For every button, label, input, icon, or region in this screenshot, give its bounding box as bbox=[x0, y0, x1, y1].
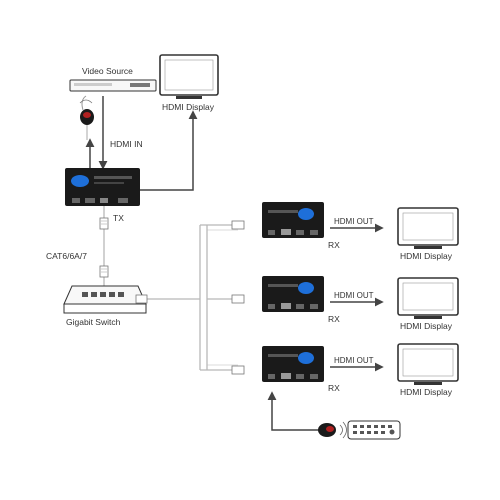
remote-control-icon bbox=[347, 420, 401, 440]
rj45-connector-icon bbox=[231, 220, 245, 230]
blu-ray-player-icon bbox=[69, 79, 157, 92]
video-source-label: Video Source bbox=[82, 66, 133, 76]
monitor-icon bbox=[397, 277, 459, 319]
rj45-connector-icon bbox=[99, 217, 109, 230]
hdmi-display-label: HDMI Display bbox=[400, 251, 452, 261]
receiver-icon bbox=[262, 276, 324, 312]
gigabit-switch-label: Gigabit Switch bbox=[66, 317, 121, 327]
rx-label: RX bbox=[328, 383, 340, 393]
monitor-icon bbox=[159, 54, 219, 99]
receiver-icon bbox=[262, 346, 324, 382]
rx-label: RX bbox=[328, 314, 340, 324]
rj45-connector-icon bbox=[231, 365, 245, 375]
tx-label: TX bbox=[113, 213, 124, 223]
ir-receiver-icon bbox=[318, 421, 347, 439]
hdmi-out-label: HDMI OUT bbox=[334, 217, 374, 226]
rj45-connector-icon bbox=[231, 294, 245, 304]
hdmi-out-label: HDMI OUT bbox=[334, 291, 374, 300]
rx-label: RX bbox=[328, 240, 340, 250]
rj45-connector-icon bbox=[135, 294, 148, 304]
monitor-icon bbox=[397, 207, 459, 249]
receiver-icon bbox=[262, 202, 324, 238]
hdmi-display-label: HDMI Display bbox=[162, 102, 214, 112]
transmitter-icon bbox=[65, 168, 140, 206]
rj45-connector-icon bbox=[99, 265, 109, 278]
monitor-icon bbox=[397, 343, 459, 385]
hdmi-display-label: HDMI Display bbox=[400, 387, 452, 397]
ir-receiver-icon bbox=[79, 95, 94, 140]
hdmi-in-label: HDMI IN bbox=[110, 139, 143, 149]
hdmi-display-label: HDMI Display bbox=[400, 321, 452, 331]
hdmi-out-label: HDMI OUT bbox=[334, 356, 374, 365]
cable-type-label: CAT6/6A/7 bbox=[46, 251, 87, 261]
network-switch-icon bbox=[63, 285, 147, 314]
